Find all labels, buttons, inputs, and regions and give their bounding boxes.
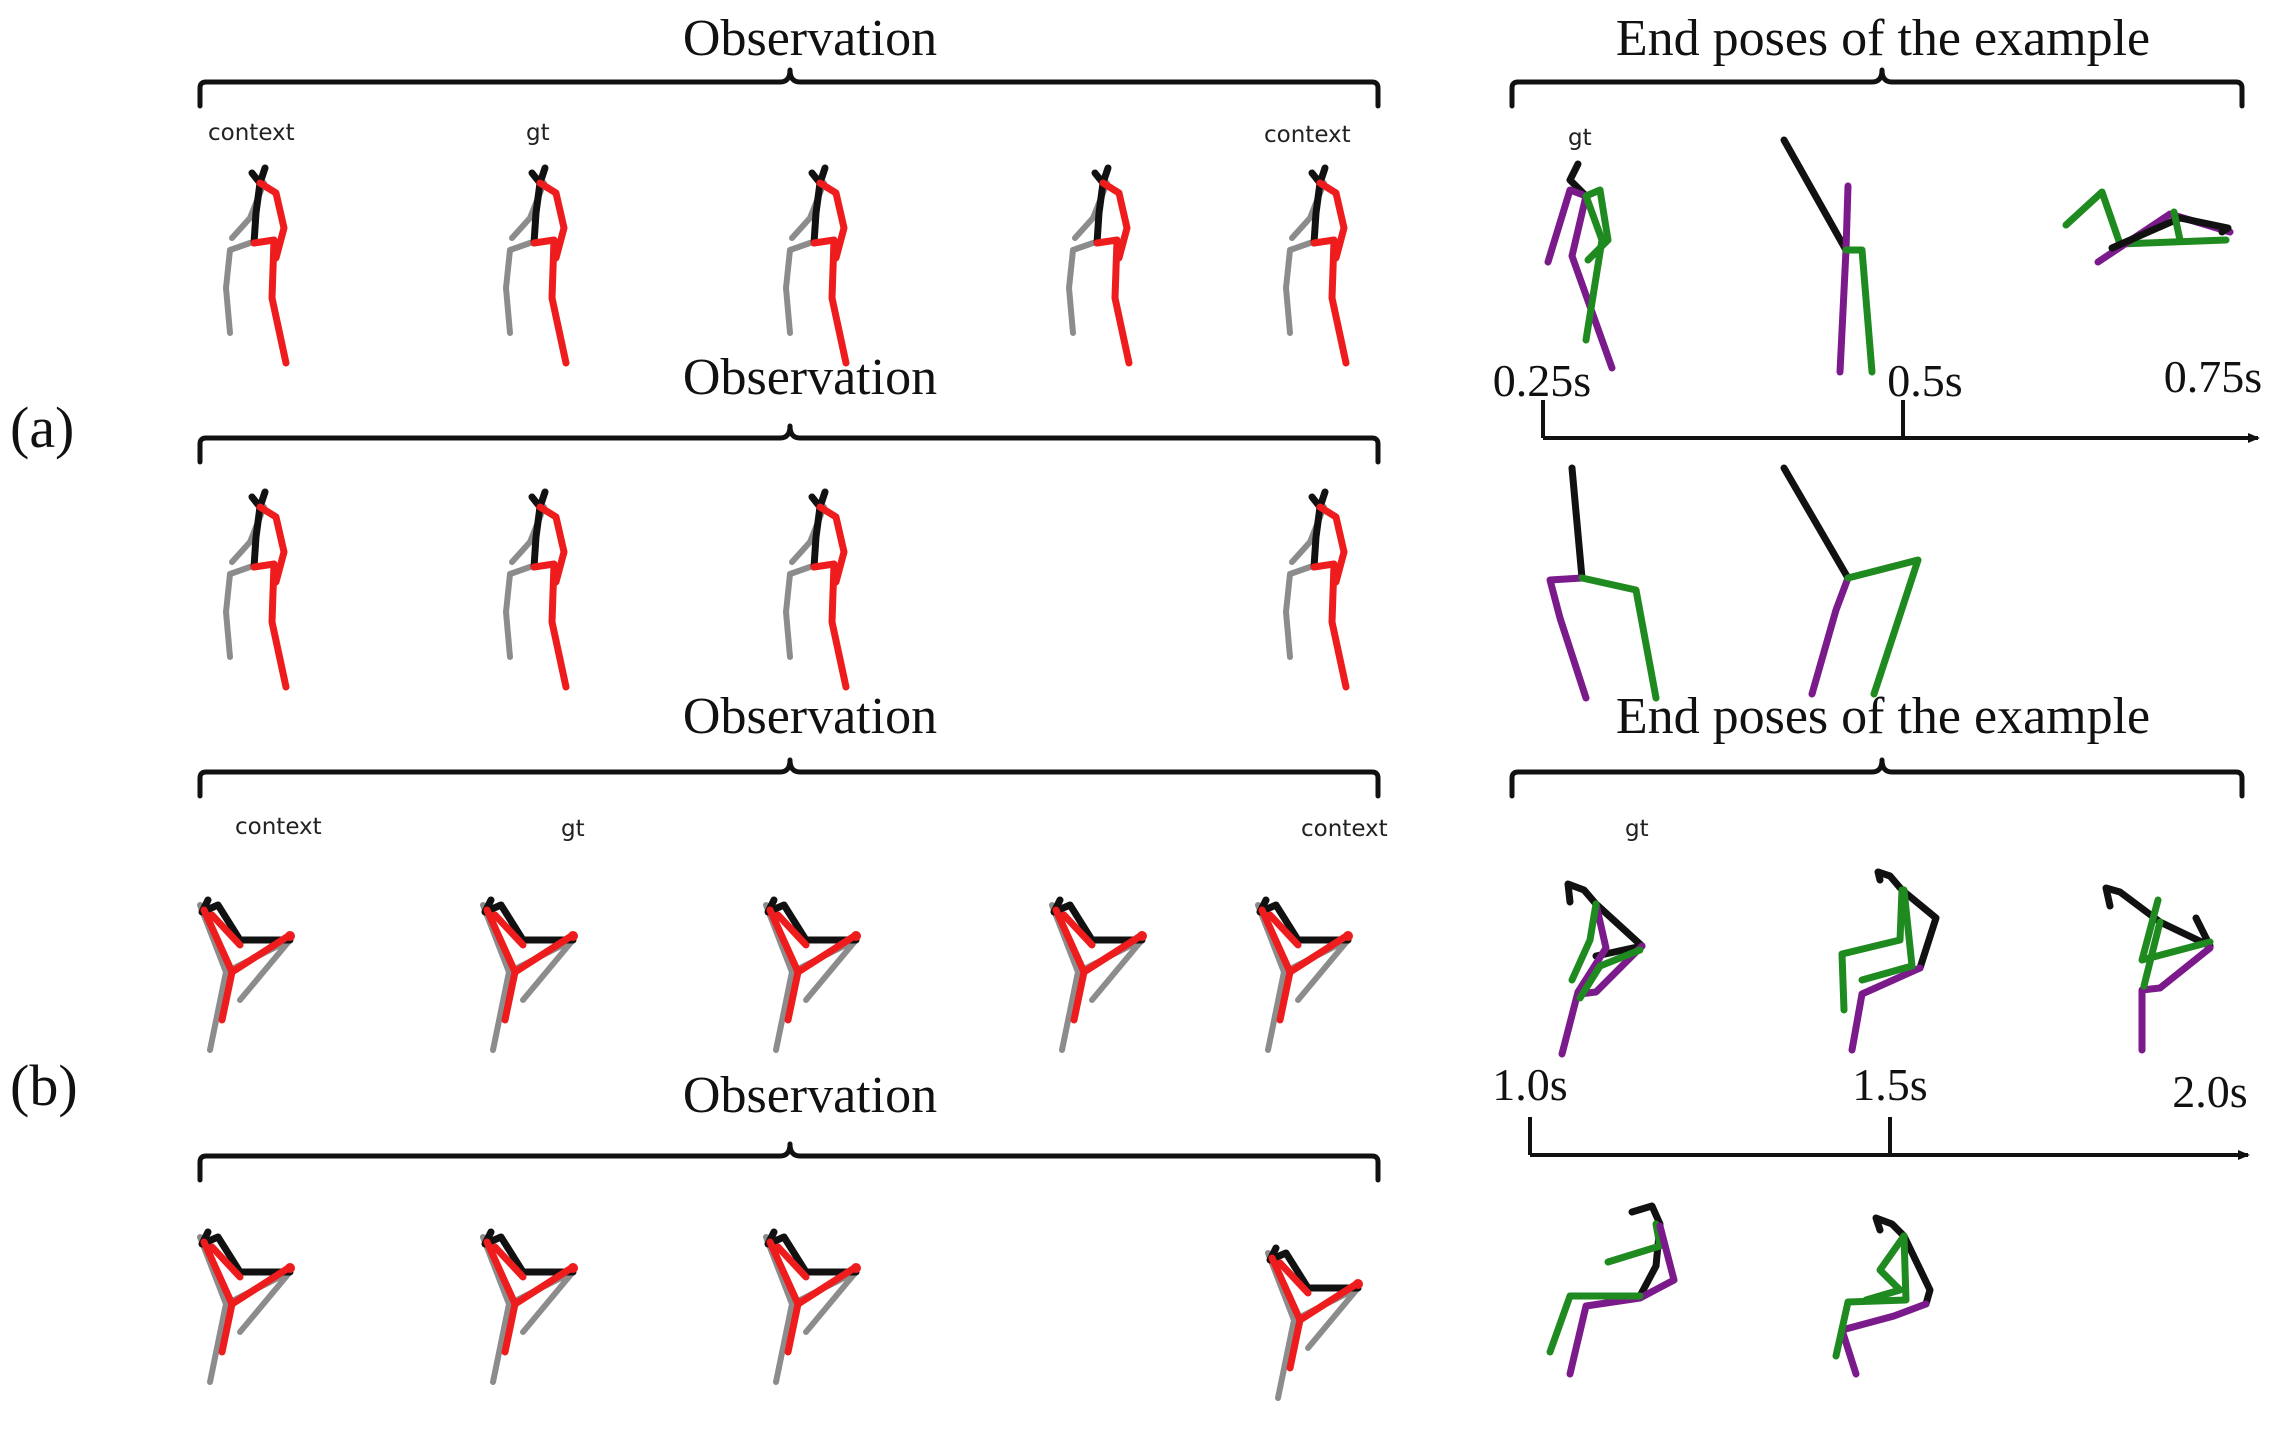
end-poses-brace xyxy=(1509,757,2245,799)
end-pose xyxy=(1546,464,1660,702)
time-label: 1.5s xyxy=(1852,1059,1927,1110)
end-poses-title: End poses of the example xyxy=(1616,10,2150,67)
observation-title: Observation xyxy=(683,349,937,406)
skeleton-pose xyxy=(200,900,295,1050)
time-label: 0.75s xyxy=(2164,351,2262,402)
context-label: context xyxy=(1301,816,1388,842)
observation-skeletons-row2 xyxy=(200,1232,1363,1398)
end-pose xyxy=(1780,136,1876,376)
skeleton-pose xyxy=(1052,900,1147,1050)
skeleton-pose xyxy=(1286,168,1346,363)
end-pose xyxy=(2102,884,2214,1054)
end-poses-row1 xyxy=(1544,136,2234,376)
skeleton-pose xyxy=(1258,900,1353,1050)
end-pose xyxy=(2062,188,2234,266)
observation-skeletons-row1 xyxy=(200,900,1353,1050)
skeleton-pose xyxy=(483,1232,578,1382)
end-pose xyxy=(1544,160,1616,372)
gt-label: gt xyxy=(1568,125,1592,151)
observation-brace xyxy=(197,757,1381,799)
observation-skeletons-row2 xyxy=(226,492,1346,687)
predicted-poses-row2 xyxy=(1546,1202,1934,1378)
skeleton-pose xyxy=(483,900,578,1050)
timeline-a: 0.25s 0.5s 0.75s xyxy=(1493,351,2262,443)
skeleton-pose xyxy=(766,900,861,1050)
gt-label: gt xyxy=(561,816,585,842)
skeleton-pose xyxy=(1286,492,1346,687)
gt-label: gt xyxy=(526,120,550,146)
observation-title: Observation xyxy=(683,1067,937,1124)
end-pose xyxy=(1546,1202,1678,1378)
end-pose xyxy=(1838,868,1940,1054)
skeleton-pose xyxy=(786,168,846,363)
end-poses-row1 xyxy=(1558,868,2214,1058)
end-pose xyxy=(1558,880,1646,1058)
time-label: 0.5s xyxy=(1887,355,1962,406)
skeleton-pose xyxy=(200,1232,295,1382)
gt-label: gt xyxy=(1625,816,1649,842)
time-label: 1.0s xyxy=(1492,1059,1567,1110)
time-label: 2.0s xyxy=(2172,1066,2247,1117)
context-label: context xyxy=(235,814,322,840)
panel-b: (b) Observation End poses of the example… xyxy=(10,688,2250,1398)
observation-skeletons-row1 xyxy=(226,168,1346,363)
skeleton-pose xyxy=(506,492,566,687)
skeleton-pose xyxy=(1268,1248,1363,1398)
panel-label-a: (a) xyxy=(10,395,74,460)
skeleton-pose xyxy=(506,168,566,363)
end-pose xyxy=(1780,464,1922,698)
panel-label-b: (b) xyxy=(10,1053,78,1118)
observation-brace xyxy=(197,423,1381,465)
end-pose xyxy=(1832,1214,1934,1378)
skeleton-pose xyxy=(226,492,286,687)
end-poses-title: End poses of the example xyxy=(1616,688,2150,745)
observation-title: Observation xyxy=(683,688,937,745)
panel-a: (a) Observation End poses of the example… xyxy=(10,10,2262,702)
observation-title: Observation xyxy=(683,10,937,67)
skeleton-pose xyxy=(226,168,286,363)
timeline-b: 1.0s 1.5s 2.0s xyxy=(1492,1059,2250,1160)
time-label: 0.25s xyxy=(1493,355,1591,406)
observation-brace xyxy=(197,67,1381,109)
context-label: context xyxy=(1264,122,1351,148)
end-poses-brace xyxy=(1509,67,2245,109)
context-label: context xyxy=(208,120,295,146)
skeleton-pose xyxy=(766,1232,861,1382)
observation-brace xyxy=(197,1141,1381,1183)
skeleton-pose xyxy=(786,492,846,687)
skeleton-pose xyxy=(1069,168,1129,363)
predicted-poses-row2 xyxy=(1546,464,1922,702)
